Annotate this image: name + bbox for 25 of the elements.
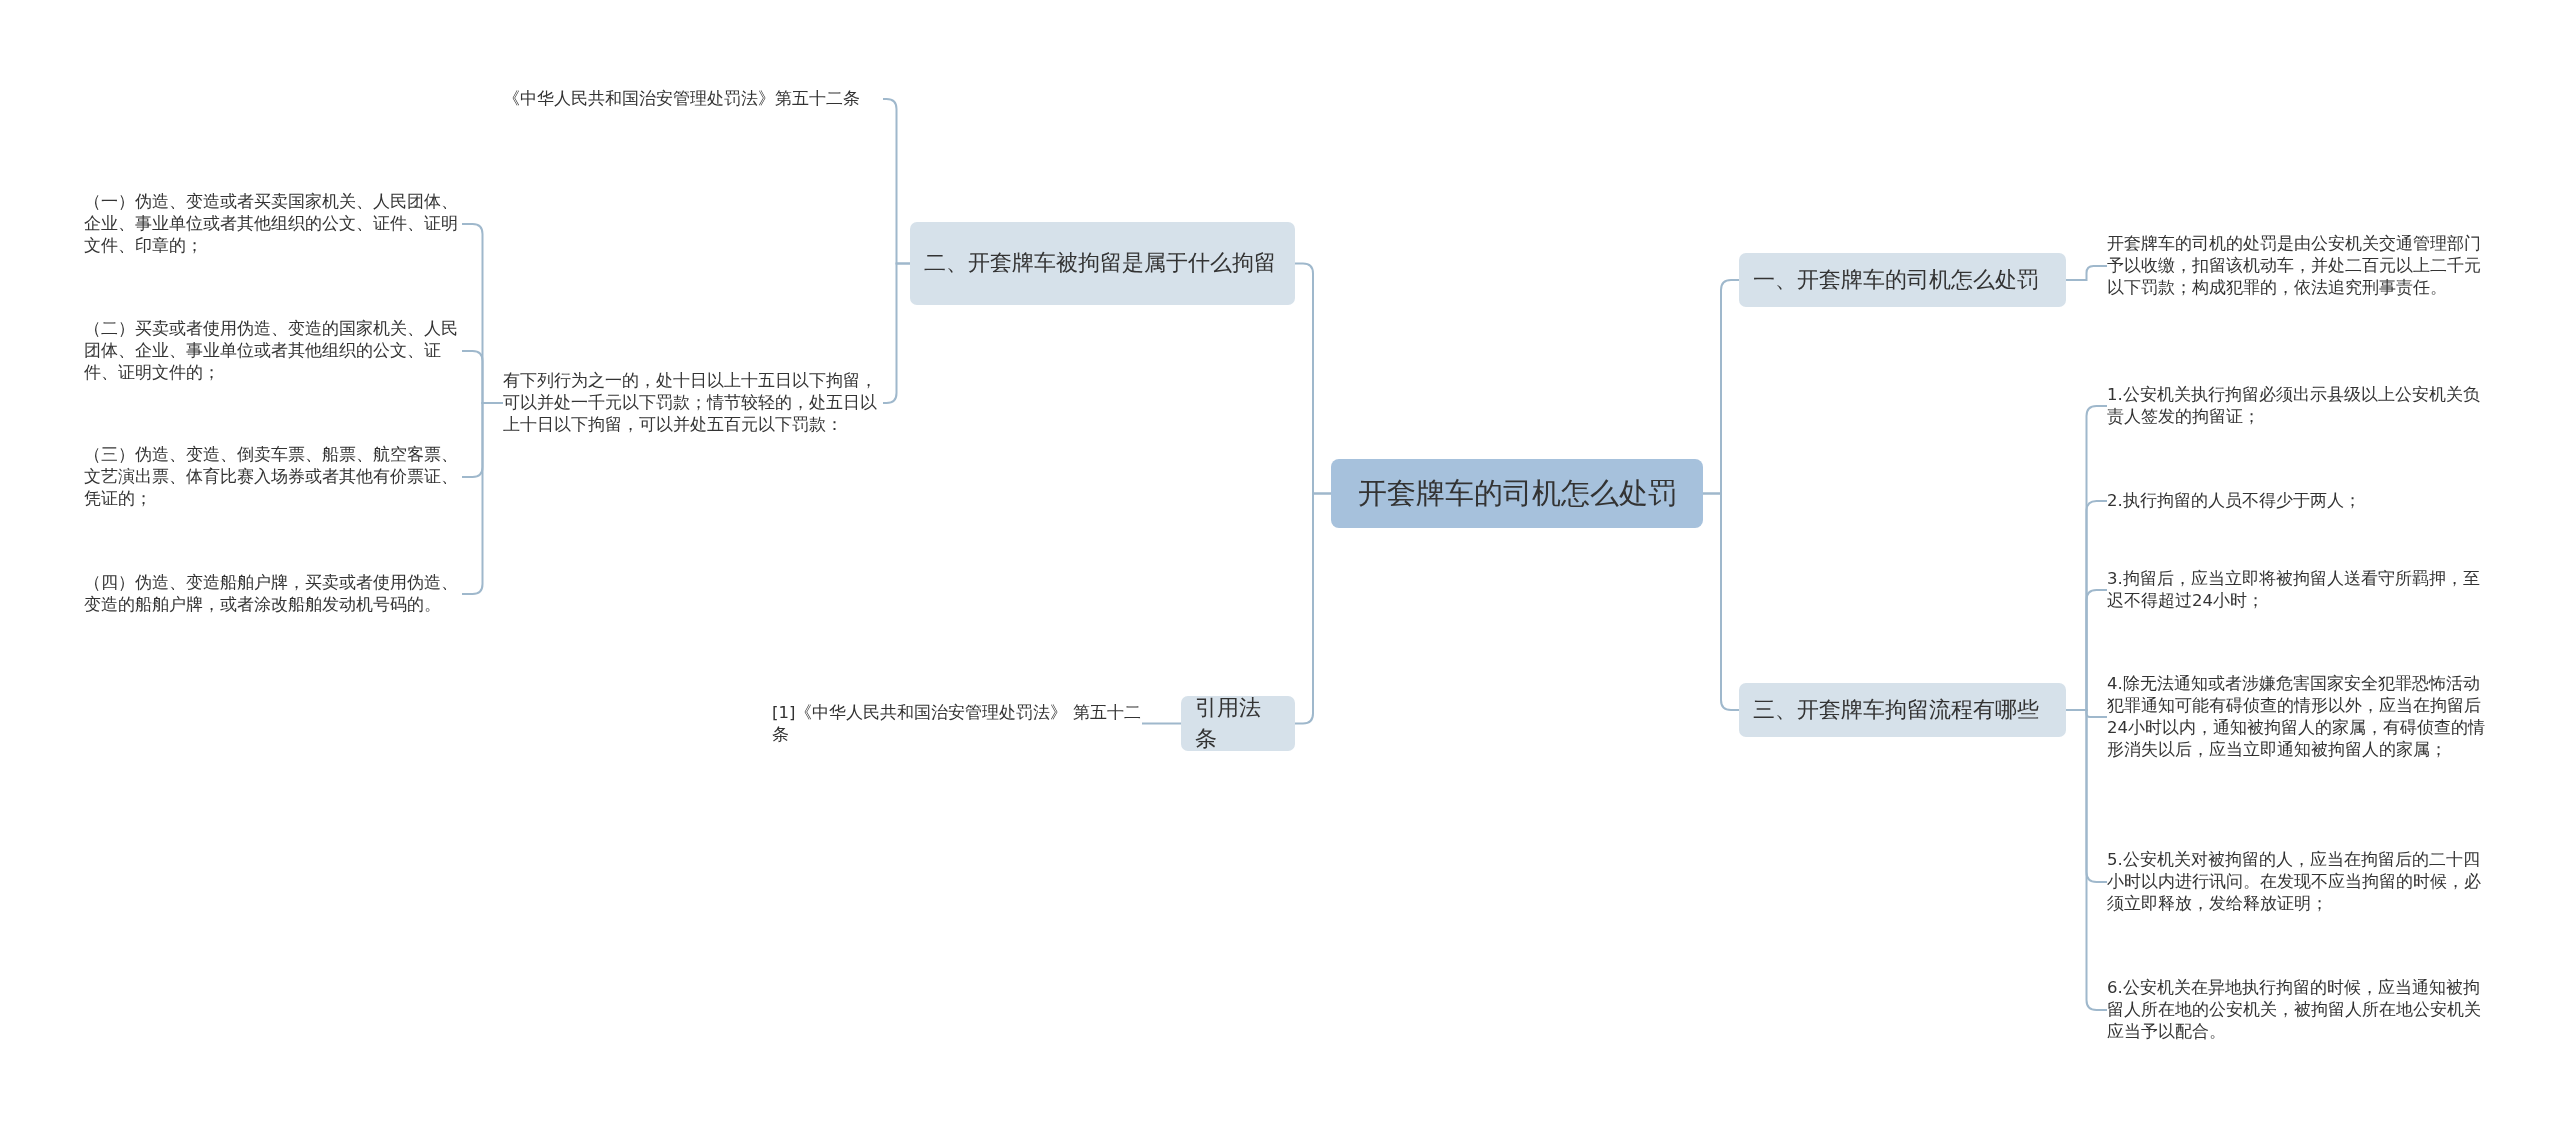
topic-box: 二、开套牌车被拘留是属于什么拘留 (910, 222, 1295, 305)
note-text: [1]《中华人民共和国治安管理处罚法》 第五十二条 (772, 702, 1142, 746)
note-text: 4.除无法通知或者涉嫌危害国家安全犯罪恐怖活动犯罪通知可能有碍侦查的情形以外，应当在拘留后24小时以内，通知被拘留人的家属，有碍侦查的情形消失以后，应当立即通知被拘留人的家属； (2107, 673, 2487, 761)
connector-line (1141, 722, 1182, 725)
note-text: 3.拘留后，应当立即将被拘留人送看守所羁押，至迟不得超过24小时； (2107, 568, 2487, 612)
note-text: 有下列行为之一的，处十日以上十五日以下拘留，可以并处一千元以下罚款；情节较轻的，处五日以上十日以下拘留，可以并处五百元以下罚款： (503, 370, 883, 436)
topic-box: 引用法条 (1181, 696, 1295, 751)
connector-line (882, 262, 911, 404)
connector-line (2065, 709, 2108, 1011)
connector-line (1702, 492, 1740, 711)
note-text: （二）买卖或者使用伪造、变造的国家机关、人民团体、企业、事业单位或者其他组织的公文、证件、证明文件的； (84, 318, 462, 384)
connector-line (2065, 265, 2108, 281)
central-topic-box: 开套牌车的司机怎么处罚 (1331, 459, 1703, 528)
note-text: 1.公安机关执行拘留必须出示县级以上公安机关负责人签发的拘留证； (2107, 384, 2487, 428)
note-text: 《中华人民共和国治安管理处罚法》第五十二条 (503, 88, 883, 110)
note-text: （一）伪造、变造或者买卖国家机关、人民团体、企业、事业单位或者其他组织的公文、证件、证明文件、印章的； (84, 191, 462, 257)
note-text: 5.公安机关对被拘留的人，应当在拘留后的二十四小时以内进行讯问。在发现不应当拘留的时候，必须立即释放，发给释放证明； (2107, 849, 2487, 915)
note-text: 2.执行拘留的人员不得少于两人； (2107, 490, 2487, 512)
topic-box: 一、开套牌车的司机怎么处罚 (1739, 253, 2066, 307)
connector-line (1294, 492, 1332, 725)
topic-box: 三、开套牌车拘留流程有哪些 (1739, 683, 2066, 737)
note-text: （三）伪造、变造、倒卖车票、船票、航空客票、文艺演出票、体育比赛入场券或者其他有价票证、凭证的； (84, 444, 462, 510)
note-text: 6.公安机关在异地执行拘留的时候，应当通知被拘留人所在地的公安机关，被拘留人所在地公安机关应当予以配合。 (2107, 977, 2487, 1043)
note-text: （四）伪造、变造船舶户牌，买卖或者使用伪造、变造的船舶户牌，或者涂改船舶发动机号码的。 (84, 572, 462, 616)
note-text: 开套牌车的司机的处罚是由公安机关交通管理部门予以收缴，扣留该机动车，并处二百元以上二千元以下罚款；构成犯罪的，依法追究刑事责任。 (2107, 233, 2487, 299)
